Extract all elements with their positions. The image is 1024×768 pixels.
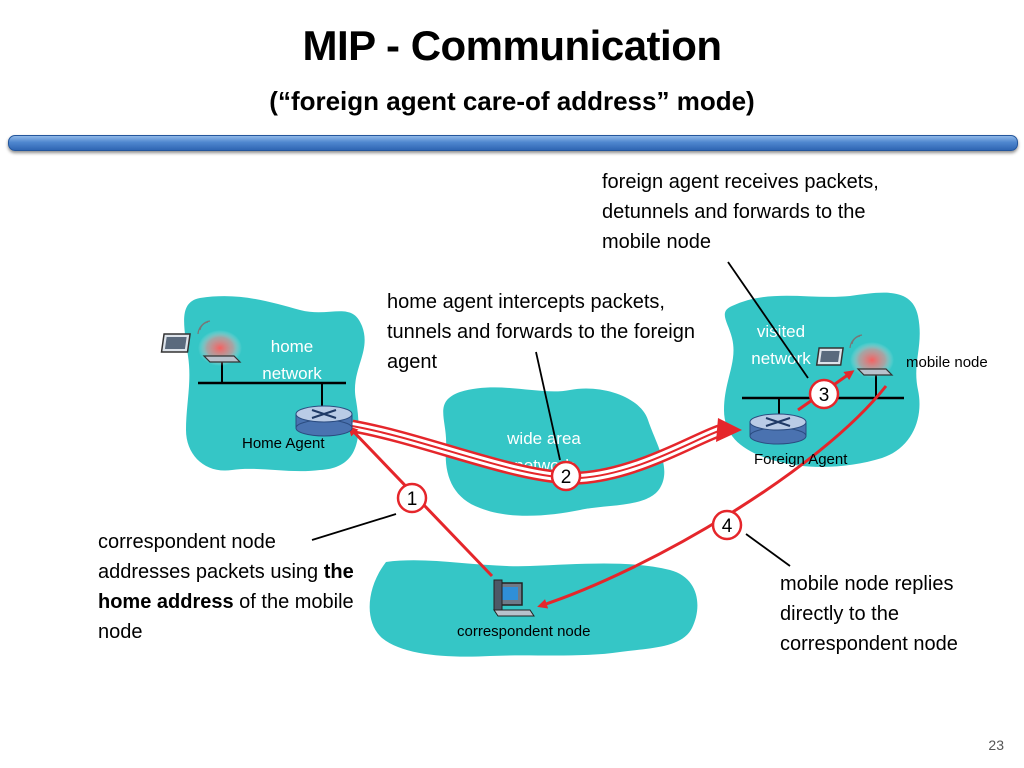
title-divider-bar xyxy=(8,135,1018,151)
home-laptop-icon xyxy=(160,320,242,366)
page-number: 23 xyxy=(988,737,1004,753)
note-correspondent-text-1: correspondent node addresses packets usi… xyxy=(98,531,324,583)
step-3-badge: 3 xyxy=(808,378,840,410)
svg-text:3: 3 xyxy=(819,385,830,406)
note-correspondent-bold: the home address xyxy=(98,561,354,613)
slide-title: MIP - Communication xyxy=(302,22,722,69)
correspondent-network-cloud xyxy=(369,560,698,657)
note-reply: mobile node replies directly to the corr… xyxy=(780,573,958,655)
leader-foreign-agent-note xyxy=(727,261,809,379)
step-4-badge: 4 xyxy=(711,509,743,541)
svg-text:4: 4 xyxy=(722,516,733,537)
note-foreign-agent: foreign agent receives packets, detunnel… xyxy=(602,171,879,253)
mobile-node-label: mobile node xyxy=(906,354,988,371)
mobile-node-laptop-icon xyxy=(815,334,894,378)
wan-cloud xyxy=(443,387,665,516)
foreign-agent-label: Foreign Agent xyxy=(754,451,848,468)
home-agent-label: Home Agent xyxy=(242,435,325,452)
note-home-agent: home agent intercepts packets, tunnels a… xyxy=(387,291,695,373)
svg-text:2: 2 xyxy=(561,467,572,488)
note-correspondent: correspondent node addresses packets usi… xyxy=(98,527,368,647)
leader-reply-note xyxy=(745,533,791,567)
step-1-badge: 1 xyxy=(396,482,428,514)
note-correspondent-text-2: of the mobile node xyxy=(98,591,354,643)
leader-correspondent-note xyxy=(311,513,397,541)
slide-subtitle: (“foreign agent care-of address” mode) xyxy=(269,86,755,116)
correspondent-node-label: correspondent node xyxy=(457,623,590,640)
home-agent-router-icon xyxy=(295,405,353,437)
correspondent-computer-icon xyxy=(493,579,535,617)
leader-home-agent-note xyxy=(535,351,561,461)
foreign-agent-router-icon xyxy=(749,413,807,445)
svg-text:1: 1 xyxy=(407,489,418,510)
tunnel-arrowhead xyxy=(716,418,742,442)
step-2-badge: 2 xyxy=(550,460,582,492)
